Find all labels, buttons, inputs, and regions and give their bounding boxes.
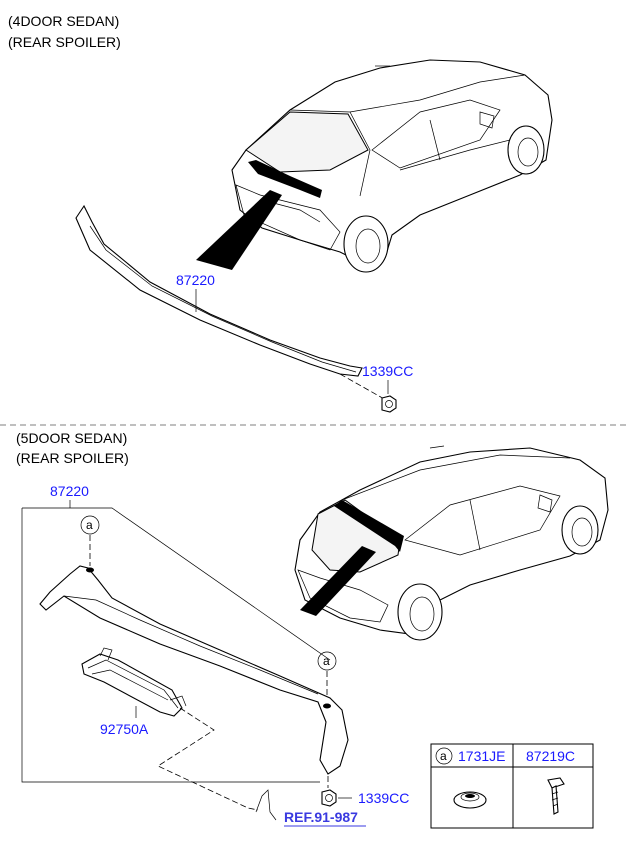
- high-mount-stop-lamp-part: [81, 647, 187, 717]
- part-label-92750A[interactable]: 92750A: [100, 721, 149, 737]
- part-label-1339CC-5door[interactable]: 1339CC: [358, 790, 409, 806]
- screw-icon: [547, 777, 565, 815]
- part-label-1339CC-4door[interactable]: 1339CC: [362, 363, 413, 379]
- pointer-wedge-5door: [300, 546, 376, 616]
- hatchback-5door-car-illustration: [294, 445, 609, 641]
- callout-a-left: [80, 515, 100, 535]
- spoiler-5door-part: [39, 565, 349, 775]
- callout-a-right: [317, 651, 337, 671]
- part-label-87220-4door[interactable]: 87220: [176, 272, 215, 288]
- grommet-icon: [453, 791, 487, 809]
- callout-a-left-letter: a: [86, 518, 93, 532]
- section-4door-subtitle: (REAR SPOILER): [8, 34, 121, 50]
- nut-4door-icon: [381, 395, 397, 413]
- spoiler-4door-part: [75, 204, 363, 377]
- callout-a-right-letter: a: [323, 654, 330, 668]
- section-4door-title: (4DOOR SEDAN): [8, 13, 119, 29]
- dashed-leader-wiring: [157, 707, 259, 811]
- pointer-wedge-4door: [196, 190, 282, 270]
- legend-callout-a: [435, 747, 453, 765]
- legend-part-87219C[interactable]: 87219C: [526, 748, 575, 764]
- part-label-87220-5door[interactable]: 87220: [50, 483, 89, 499]
- callout-frame-87220: [21, 507, 331, 783]
- wire-connector: [255, 789, 277, 821]
- legend-part-1731JE[interactable]: 1731JE: [458, 748, 505, 764]
- section-5door-subtitle: (REAR SPOILER): [16, 450, 129, 466]
- ref-label-91-987[interactable]: REF.91-987: [284, 809, 358, 825]
- legend-table: [430, 743, 594, 829]
- legend-callout-a-letter: a: [440, 749, 447, 763]
- nut-5door-icon: [321, 789, 337, 807]
- section-5door-title: (5DOOR SEDAN): [16, 430, 127, 446]
- sedan-4door-car-illustration: [231, 59, 553, 273]
